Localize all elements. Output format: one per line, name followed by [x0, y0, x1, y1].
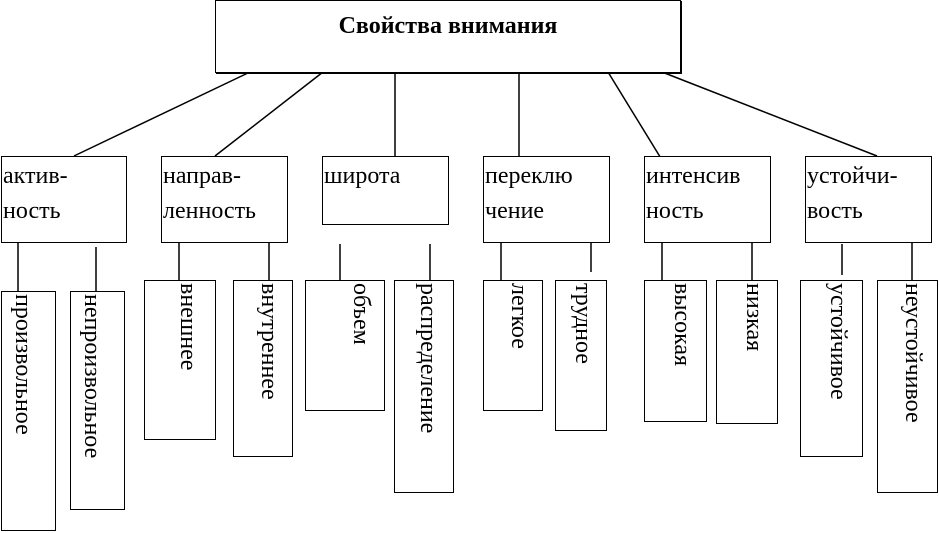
leaf-box-external: внешнее	[144, 280, 216, 440]
leaf-label: низкая	[741, 283, 767, 352]
category-label-line1: устойчи-	[807, 163, 898, 189]
leaf-label: внешнее	[175, 283, 201, 371]
connector-title-stability	[661, 71, 878, 157]
leaf-label: непроизвольное	[79, 294, 105, 459]
connector-title-intensity	[607, 71, 663, 161]
leaf-box-stable: устойчивое	[800, 280, 863, 457]
leaf-box-easy: легкое	[483, 280, 543, 411]
leaf-label: высокая	[669, 283, 695, 367]
category-label-line2: вость	[807, 198, 863, 224]
category-label-line1: широта	[324, 163, 401, 189]
leaf-box-unstable: неустойчивое	[877, 280, 938, 493]
connector-title-direction	[214, 71, 324, 157]
category-label-line2: ность	[3, 198, 61, 224]
leaf-box-difficult: трудное	[555, 280, 607, 431]
category-label-line1: переклю	[485, 163, 573, 189]
leaf-label: устойчивое	[825, 283, 851, 400]
leaf-box-low: низкая	[716, 280, 778, 424]
leaf-box-high: высокая	[644, 280, 707, 422]
category-box-direction: направ-ленность	[161, 156, 288, 243]
leaf-label: объем	[348, 283, 374, 345]
leaf-label: произвольное	[10, 294, 36, 435]
leaf-box-volume: объем	[305, 280, 385, 411]
leaf-label: внутреннее	[256, 283, 282, 400]
connector-title-activity	[73, 71, 251, 157]
category-label-line1: интенсив	[646, 163, 741, 189]
category-label-line2: ность	[646, 198, 704, 224]
leaf-label: трудное	[570, 283, 596, 364]
category-label-line2: ленность	[163, 198, 256, 224]
leaf-label: неустойчивое	[900, 283, 926, 423]
leaf-box-distribution: распределение	[394, 280, 454, 493]
title-box: Свойства внимания	[215, 0, 681, 73]
category-label-line1: направ-	[163, 163, 241, 189]
leaf-box-involuntary: непроизвольное	[70, 291, 125, 510]
leaf-label: распределение	[415, 283, 441, 434]
category-box-intensity: интенсив ность	[644, 156, 771, 243]
category-box-activity: актив-ность	[1, 156, 127, 243]
category-box-switching: переклю чение	[483, 156, 610, 243]
diagram-title: Свойства внимания	[338, 13, 558, 39]
leaf-label: легкое	[506, 283, 532, 349]
category-label-line1: актив-	[3, 163, 68, 189]
leaf-box-internal: внутреннее	[233, 280, 293, 457]
category-box-stability: устойчи-вость	[805, 156, 932, 243]
category-box-breadth: широта	[322, 156, 449, 225]
leaf-box-voluntary: произвольное	[1, 291, 56, 531]
category-label-line2: чение	[485, 198, 545, 224]
